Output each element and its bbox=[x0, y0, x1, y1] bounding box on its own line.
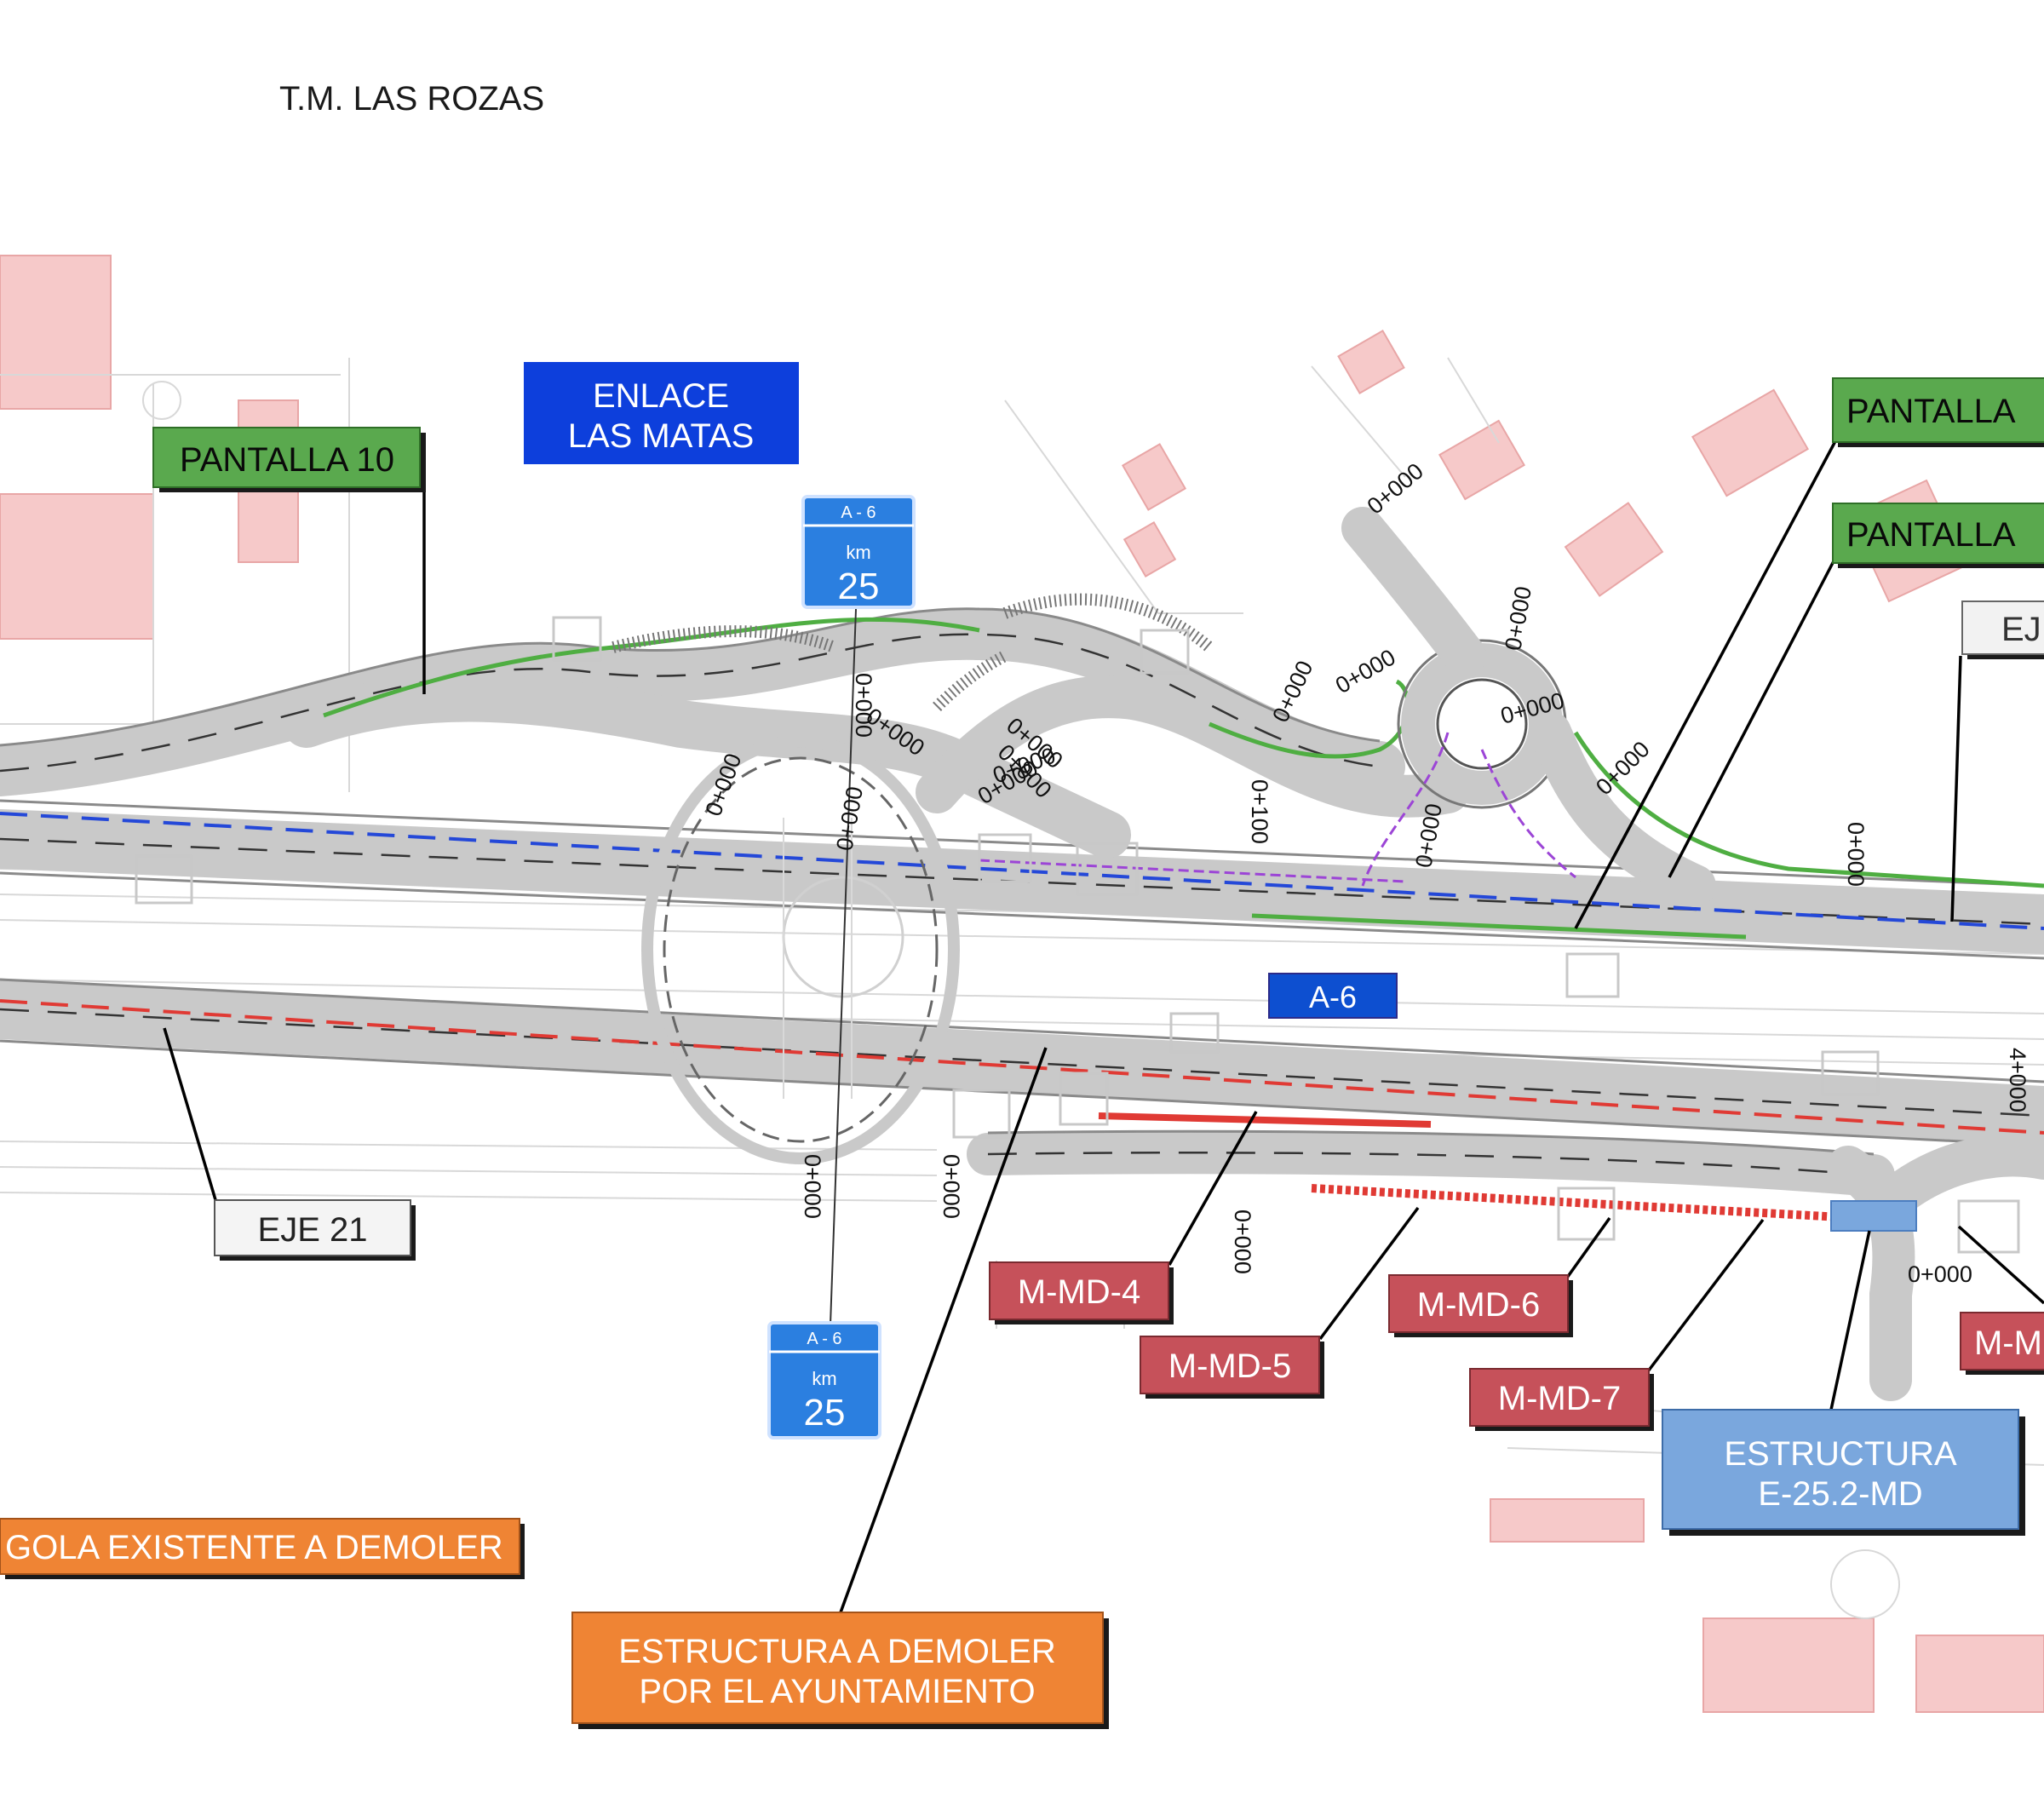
chainage-label: 0+000 bbox=[1363, 458, 1428, 520]
estructura-e25-label: ESTRUCTURA E-25.2-MD bbox=[1662, 1230, 2025, 1536]
estructura-e25-line-1: ESTRUCTURA bbox=[1724, 1435, 1957, 1473]
m-md-4-text: M-MD-4 bbox=[1018, 1273, 1140, 1311]
estructura-demoler-line-1: ESTRUCTURA A DEMOLER bbox=[618, 1633, 1055, 1670]
pantalla-right-1-label: PANTALLA bbox=[1574, 377, 2044, 929]
chainage-label: 0+000 bbox=[800, 1154, 825, 1219]
south-ramps bbox=[967, 1129, 2044, 1401]
m-md-4-label: M-MD-4 bbox=[989, 1111, 1258, 1324]
pergola-label: GOLA EXISTENTE A DEMOLER bbox=[0, 1518, 525, 1579]
chainage-label: 0+000 bbox=[851, 673, 876, 738]
eje-right-label: EJ bbox=[1950, 600, 2044, 922]
estructura-demoler-label: ESTRUCTURA A DEMOLER POR EL AYUNTAMIENTO bbox=[571, 1047, 1109, 1729]
m-md-5-text: M-MD-5 bbox=[1168, 1347, 1291, 1385]
chainage-label: 0+000 bbox=[939, 1154, 964, 1219]
estructura-e25-line-2: E-25.2-MD bbox=[1758, 1475, 1922, 1513]
buildings bbox=[0, 255, 2044, 1713]
km-sign-top-road: A - 6 bbox=[841, 503, 876, 522]
m-md-6-label: M-MD-6 bbox=[1388, 1216, 1611, 1337]
eje-21-text: EJE 21 bbox=[258, 1211, 368, 1249]
pantalla-right-2-text: PANTALLA bbox=[1846, 516, 2016, 554]
chainage-label: 0+000 bbox=[1908, 1261, 1972, 1287]
km-sign-top-unit: km bbox=[846, 542, 870, 563]
axis-lines bbox=[0, 812, 2044, 1222]
pergola-text: GOLA EXISTENTE A DEMOLER bbox=[5, 1529, 503, 1566]
a6-carriageway bbox=[0, 799, 2044, 1147]
m-md-7-label: M-MD-7 bbox=[1469, 1218, 1765, 1431]
km-sign-bottom-number: 25 bbox=[804, 1392, 846, 1434]
m-m-right-text: M-M bbox=[1974, 1324, 2042, 1362]
km-sign-top-number: 25 bbox=[838, 566, 880, 607]
chainage-label: 4+000 bbox=[2005, 1048, 2030, 1112]
estructura-demoler-line-2: POR EL AYUNTAMIENTO bbox=[639, 1673, 1035, 1710]
pantalla-10-label: PANTALLA 10 bbox=[152, 427, 426, 694]
chainage-label: 0+000 bbox=[1230, 1210, 1255, 1274]
chainage-label: 0+000 bbox=[1331, 644, 1400, 698]
enlace-las-matas-label: ENLACE LAS MATAS bbox=[524, 362, 799, 464]
m-md-7-text: M-MD-7 bbox=[1498, 1380, 1621, 1417]
loop-interchange bbox=[641, 735, 960, 1164]
pantalla-10-text: PANTALLA 10 bbox=[180, 441, 394, 479]
chainage-label: 0+000 bbox=[1500, 584, 1536, 652]
eje-21-label: EJE 21 bbox=[163, 1027, 416, 1261]
a6-label: A-6 bbox=[1268, 973, 1398, 1019]
a6-label-text: A-6 bbox=[1309, 980, 1357, 1014]
m-md-6-text: M-MD-6 bbox=[1417, 1286, 1540, 1324]
eje-right-text: EJ bbox=[2001, 611, 2041, 648]
km-sign-top: A - 6 km 25 bbox=[801, 495, 916, 1325]
chainage-label: 0+000 bbox=[1267, 657, 1318, 726]
m-m-right-label: M-M bbox=[1957, 1225, 2044, 1375]
chainage-label: 0+000 bbox=[1843, 822, 1869, 887]
chainage-label: 0+100 bbox=[1247, 779, 1272, 844]
pantalla-right-1-text: PANTALLA bbox=[1846, 393, 2016, 430]
enlace-line-2: LAS MATAS bbox=[568, 417, 755, 455]
km-sign-bottom-road: A - 6 bbox=[807, 1330, 841, 1348]
km-sign-bottom: A - 6 km 25 bbox=[767, 1321, 881, 1439]
map-title: T.M. LAS ROZAS bbox=[279, 80, 544, 118]
m-md-5-label: M-MD-5 bbox=[1140, 1206, 1420, 1399]
north-ramps bbox=[0, 593, 2044, 888]
km-sign-bottom-unit: km bbox=[812, 1368, 836, 1389]
north-roundabout bbox=[979, 507, 1716, 907]
chainage-label: 0+000 bbox=[831, 784, 868, 853]
enlace-line-1: ENLACE bbox=[593, 377, 729, 415]
pantalla-right-2-label: PANTALLA bbox=[1668, 503, 2044, 878]
